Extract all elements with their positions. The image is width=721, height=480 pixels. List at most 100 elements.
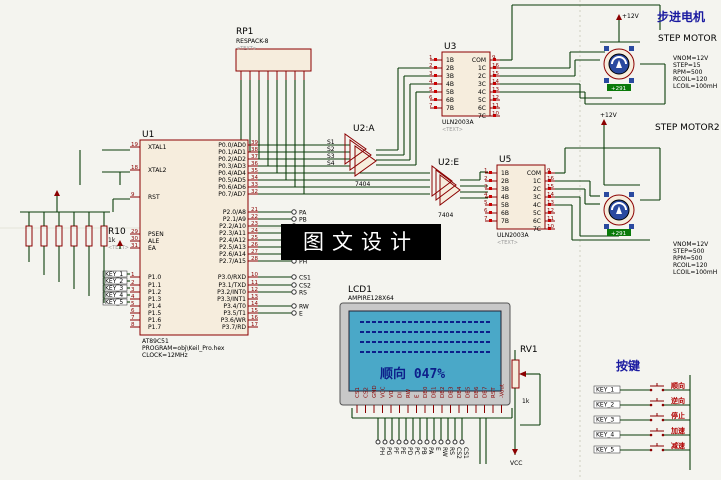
u1-left-pin-num: 3 xyxy=(131,287,135,293)
lcd-net-terminal[interactable] xyxy=(396,439,402,445)
lcd-pin-name: DB2 xyxy=(440,386,446,398)
lcd-net-terminal[interactable] xyxy=(410,439,416,445)
u5-left-pin-num: 7 xyxy=(484,216,488,222)
lcd-pin-name: DI xyxy=(398,392,404,398)
u1-right-pin-name: P0.2/AD2 xyxy=(218,156,246,163)
u1-right-pin-name: P3.7/RD xyxy=(222,324,246,331)
u1-prog: PROGRAM=obj\Keil_Pro.hex xyxy=(142,345,225,352)
lcd-pin-name: RST xyxy=(491,387,497,398)
lcd-pin-name: V0 xyxy=(389,390,395,398)
u3-pin-marker xyxy=(493,74,496,77)
ctrl-net-terminal[interactable] xyxy=(291,274,297,280)
u2e-ref: U2:E xyxy=(438,158,459,168)
key-left-label: KEY_2 xyxy=(105,278,123,285)
key-action-label: 逆向 xyxy=(671,396,685,405)
u1-left-pin-num: 6 xyxy=(131,308,135,314)
stepper-motor-1[interactable]: +291 xyxy=(603,46,635,92)
ctrl-net-terminal[interactable] xyxy=(291,289,297,295)
rv1-potentiometer[interactable] xyxy=(511,359,540,389)
lcd-pin-name: DB6 xyxy=(474,386,480,398)
u1-left-pin-num: 5 xyxy=(131,301,135,307)
port-net-terminal[interactable] xyxy=(291,216,297,222)
u5-right-pin-num: 13 xyxy=(547,200,554,206)
u5-left-pin-name: 1B xyxy=(501,170,509,177)
u1-left-pin-num: 4 xyxy=(131,294,135,300)
u1-left-pin-num: 1 xyxy=(131,272,135,278)
ctrl-net-terminal[interactable] xyxy=(291,303,297,309)
u3-right-pin-name: COM xyxy=(472,57,486,64)
u1-right-pin-num: 27 xyxy=(251,249,258,255)
u2e-inverters[interactable] xyxy=(431,165,461,206)
u1-right-pin-num: 12 xyxy=(251,287,258,293)
u3-left-pin-name: 4B xyxy=(446,81,454,88)
lcd-pin-name: CS2 xyxy=(364,387,370,398)
u5-pin-marker xyxy=(548,179,551,182)
port-net-terminal[interactable] xyxy=(291,209,297,215)
r-network[interactable] xyxy=(20,190,110,303)
u1-left-pin-name: P1.1 xyxy=(148,282,161,289)
u3-left-pin-name: 2B xyxy=(446,65,454,72)
lcd-net-label: RS xyxy=(448,447,455,455)
u3-left-pin-num: 3 xyxy=(429,71,433,77)
u1-right-pin-name: P2.4/A12 xyxy=(219,237,246,244)
lcd-net-terminal[interactable] xyxy=(438,439,444,445)
u1-left-pin-num: 31 xyxy=(131,243,138,249)
u2e-part: 7404 xyxy=(438,212,453,219)
lcd-net-terminal[interactable] xyxy=(431,439,437,445)
lcd-net-label: E xyxy=(434,447,441,451)
u3-right-pin-name: 1C xyxy=(478,65,486,72)
lcd-net-terminal[interactable] xyxy=(382,439,388,445)
lcd-pin-name: RW xyxy=(406,388,412,398)
u1-left-pin-name: P1.5 xyxy=(148,310,161,317)
lcd-net-terminal[interactable] xyxy=(389,439,395,445)
u5-right-pin-name: 6C xyxy=(533,218,541,225)
u1-left-pin-name: XTAL1 xyxy=(148,144,167,151)
lcd-net-terminal[interactable] xyxy=(417,439,423,445)
u5-part: ULN2003A xyxy=(497,232,529,239)
motor1-step: STEP=15 xyxy=(673,62,701,69)
ctrl-net-label: CS1 xyxy=(299,275,311,282)
u1-left-pin-num: 29 xyxy=(131,229,138,235)
u5-right-pin-num: 14 xyxy=(547,192,554,198)
motor1-readout: +291 xyxy=(611,86,626,92)
motor2-vnom: VNOM=12V xyxy=(673,241,709,248)
key-action-label: 顺向 xyxy=(671,381,685,390)
s-label: S1 xyxy=(327,139,335,146)
stepper-motor-2[interactable]: +291 xyxy=(603,192,635,237)
lcd-pin-name: DB3 xyxy=(449,386,455,398)
lcd-net-terminal[interactable] xyxy=(445,439,451,445)
u1-left-pin-name: P1.3 xyxy=(148,296,161,303)
lcd-net-terminal[interactable] xyxy=(403,439,409,445)
u5-right-pin-name: 4C xyxy=(533,202,541,209)
rp1-respack[interactable]: RP1 RESPACK-8 <TEXT> xyxy=(235,27,312,80)
u5-right-pin-name: 3C xyxy=(533,194,541,201)
key-right-label: KEY_2 xyxy=(596,402,614,409)
ctrl-net-terminal[interactable] xyxy=(291,310,297,316)
key-switch-contact xyxy=(649,433,653,437)
u3-part: ULN2003A xyxy=(442,119,474,126)
u3-pin-marker xyxy=(493,114,496,117)
lcd-net-terminal[interactable] xyxy=(459,439,465,445)
u1-right-pin-num: 17 xyxy=(251,322,258,328)
banner: 图文设计 xyxy=(281,224,441,260)
lcd-net-terminal[interactable] xyxy=(424,439,430,445)
u5-pin-marker xyxy=(489,171,492,174)
u2a-inverters[interactable] xyxy=(344,133,377,177)
u1-left-pin-num: 2 xyxy=(131,280,135,286)
u5-right-pin-name: COM xyxy=(527,170,541,177)
u5-left-pin-name: 3B xyxy=(501,186,509,193)
ctrl-net-terminal[interactable] xyxy=(291,282,297,288)
u3-pin-marker xyxy=(434,82,437,85)
u1-right-pin-num: 10 xyxy=(251,272,258,278)
lcd-net-terminal[interactable] xyxy=(452,439,458,445)
u1-mcu[interactable] xyxy=(139,139,249,336)
port-net-label: PB xyxy=(299,217,307,224)
u3-left-pin-num: 1 xyxy=(429,55,433,61)
lcd-net-label: PE xyxy=(399,447,406,455)
lcd-net-label: PA xyxy=(427,447,434,455)
u1-right-pin-name: P3.4/T0 xyxy=(223,303,246,310)
lcd-net-terminal[interactable] xyxy=(375,439,381,445)
u3-right-pin-num: 13 xyxy=(492,87,499,93)
